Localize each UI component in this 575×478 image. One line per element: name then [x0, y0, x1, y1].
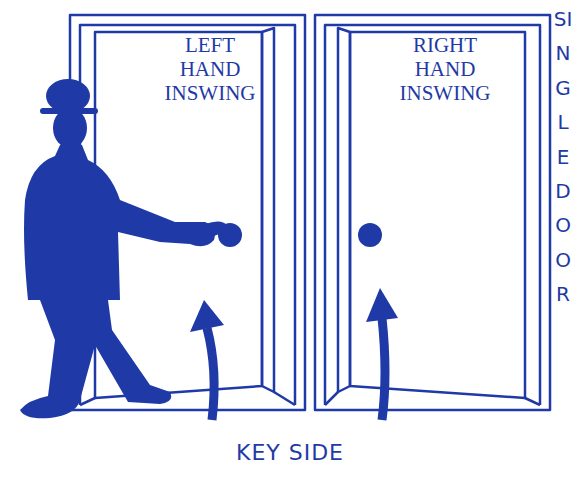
door-leaf: [350, 32, 525, 398]
door-frame: [325, 25, 540, 405]
door-frame: [315, 15, 550, 410]
arrow-head: [366, 288, 398, 322]
key-side-arrow: [207, 318, 385, 420]
caption-label: KEY SIDE: [236, 440, 344, 465]
vertical-label: SINGLE DOOR: [553, 2, 573, 312]
door-knob: [358, 223, 382, 247]
man-silhouette: [20, 79, 228, 418]
arrow-head: [190, 300, 224, 332]
door-floor: [274, 392, 295, 405]
door-label: LEFT HAND INSWING: [165, 33, 256, 105]
door-label: RIGHT HAND INSWING: [400, 33, 491, 105]
door-leaf-edge: [338, 28, 350, 392]
door-floor: [80, 398, 95, 405]
door-floor: [325, 392, 338, 405]
door-floor: [525, 398, 540, 405]
door-panel: LEFT HAND INSWING: [140, 15, 280, 145]
door-panel: RIGHT HAND INSWING: [355, 15, 535, 145]
door-leaf-edge: [262, 28, 274, 392]
